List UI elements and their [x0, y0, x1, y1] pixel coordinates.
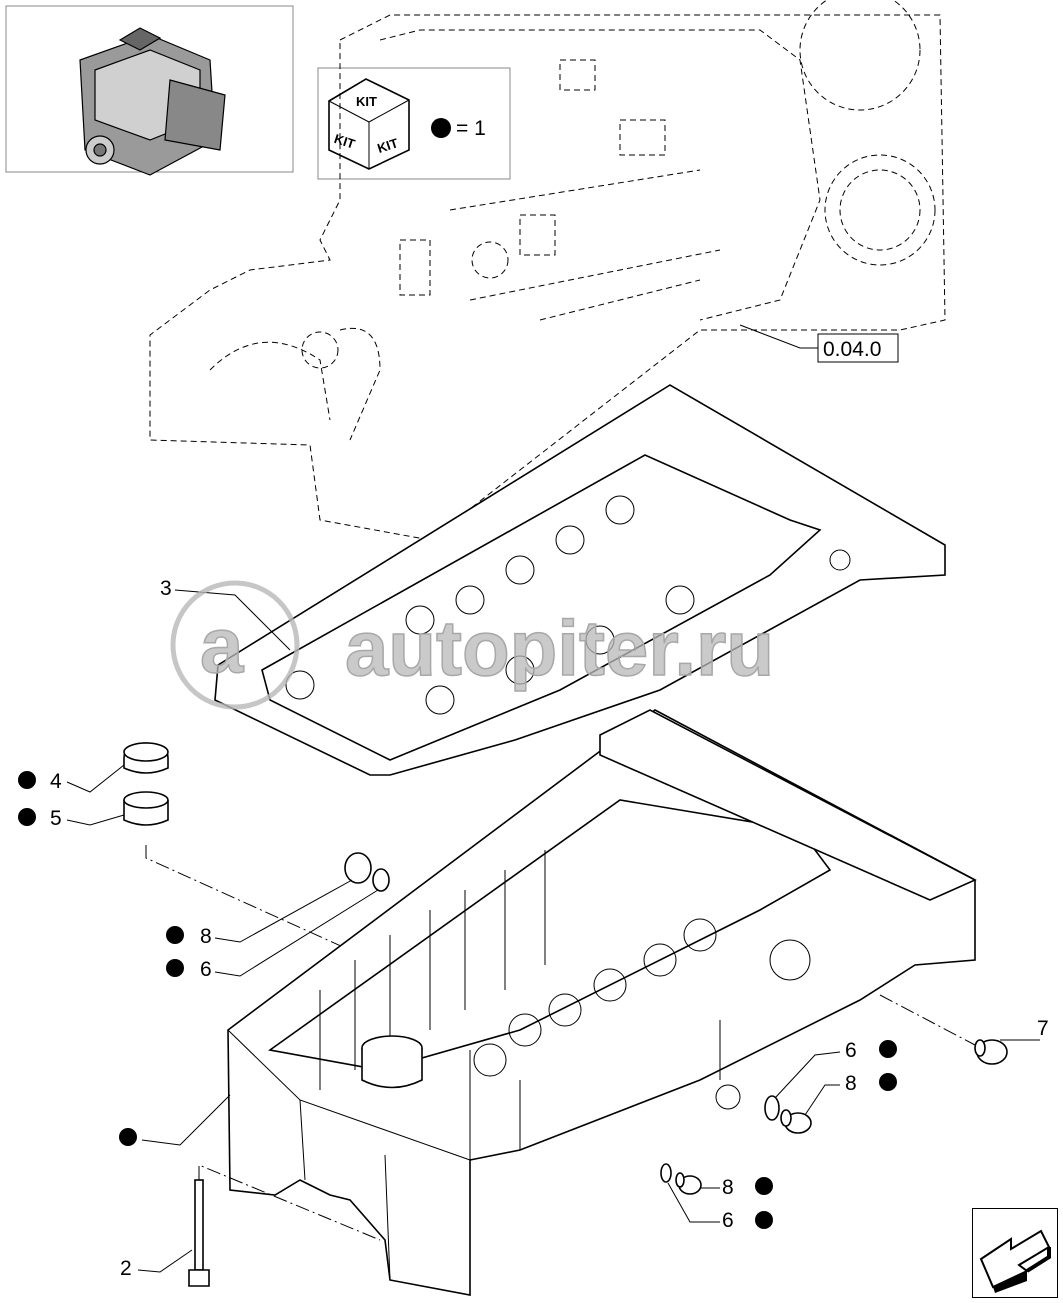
callout-8-bottom[interactable]: 8 — [722, 1176, 734, 1199]
reference-box[interactable] — [817, 333, 899, 363]
engine-thumbnail[interactable] — [5, 5, 294, 176]
reference-label[interactable]: 0.04.0 — [823, 338, 881, 361]
callout-6-right[interactable]: 6 — [845, 1039, 857, 1062]
next-page-arrow-icon — [979, 1229, 1051, 1293]
oil-pan[interactable] — [227, 709, 977, 1296]
kit-dot-icon — [166, 959, 184, 977]
kit-cube-icon: KIT KIT KIT — [328, 78, 410, 170]
callout-8[interactable]: 8 — [200, 925, 212, 948]
next-page-button[interactable] — [972, 1208, 1058, 1298]
kit-left-label: KIT — [332, 131, 357, 152]
callout-6[interactable]: 6 — [200, 958, 212, 981]
o-ring[interactable] — [660, 1163, 672, 1183]
bolt[interactable] — [188, 1179, 210, 1287]
kit-dot-icon — [879, 1040, 897, 1058]
kit-dot-icon — [166, 926, 184, 944]
callout-7[interactable]: 7 — [1037, 1017, 1049, 1040]
plug-cap[interactable] — [123, 742, 169, 774]
sleeve[interactable] — [123, 791, 169, 826]
gasket[interactable] — [214, 384, 946, 776]
kit-top-label: KIT — [356, 94, 377, 109]
callout-2[interactable]: 2 — [120, 1257, 132, 1280]
engine-block-outline — [149, 0, 946, 541]
kit-dot-icon — [755, 1177, 773, 1195]
plug-8-bottom[interactable] — [675, 1172, 702, 1195]
kit-quantity: = 1 — [456, 117, 486, 140]
callout-3[interactable]: 3 — [160, 577, 172, 600]
callout-5[interactable]: 5 — [50, 807, 62, 830]
plug-8[interactable] — [780, 1109, 812, 1134]
plug-7[interactable] — [974, 1039, 1008, 1065]
kit-right-label: KIT — [375, 135, 400, 156]
kit-dot-icon — [755, 1211, 773, 1229]
callout-4[interactable]: 4 — [50, 770, 62, 793]
kit-legend: KIT KIT KIT = 1 — [317, 67, 511, 180]
kit-dot-icon — [18, 771, 36, 789]
kit-dot-icon — [18, 808, 36, 826]
kit-dot-icon — [879, 1073, 897, 1091]
callout-6-bottom[interactable]: 6 — [722, 1209, 734, 1232]
kit-dot-icon — [119, 1128, 137, 1146]
callout-8-right[interactable]: 8 — [845, 1072, 857, 1095]
o-ring[interactable] — [764, 1095, 780, 1121]
kit-dot-icon — [431, 118, 451, 138]
drain-plug[interactable] — [344, 852, 390, 892]
